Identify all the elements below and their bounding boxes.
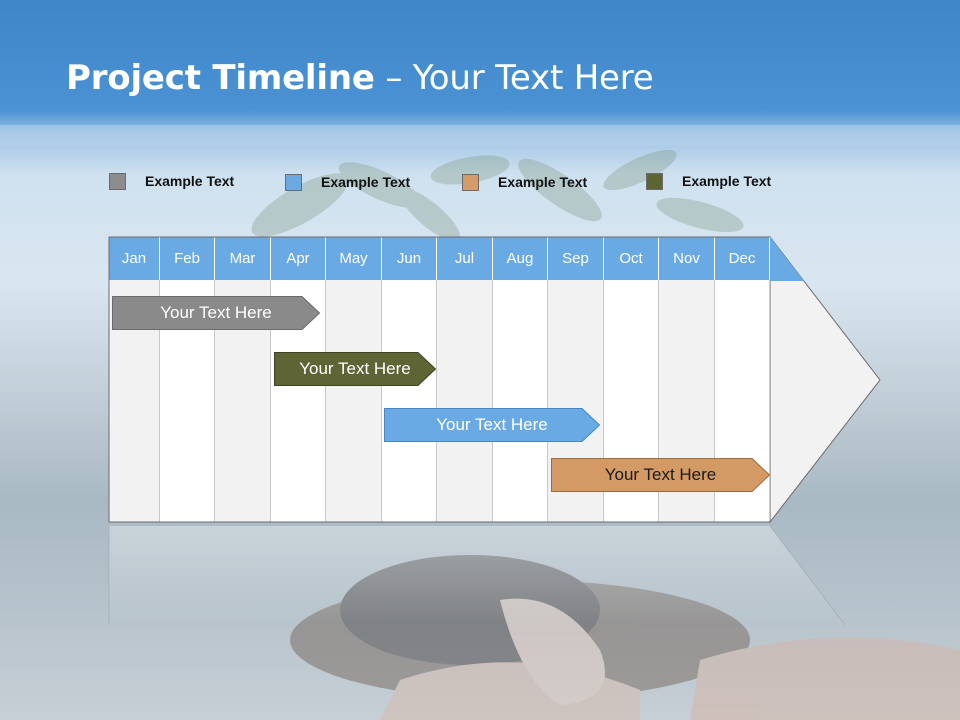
- legend-swatch: [109, 172, 126, 190]
- task-bar-2[interactable]: Your Text Here: [274, 352, 437, 386]
- month-header-sep: Sep: [548, 237, 604, 280]
- task-bar-label: Your Text Here: [299, 359, 411, 378]
- month-header-apr: Apr: [271, 237, 326, 280]
- task-bar-1[interactable]: Your Text Here: [112, 296, 321, 330]
- legend-swatch: [462, 173, 479, 191]
- legend-label: Example Text: [498, 174, 588, 190]
- task-bar-label: Your Text Here: [160, 303, 272, 322]
- task-bar-3[interactable]: Your Text Here: [384, 408, 601, 442]
- legend-item-2: Example Text: [285, 172, 410, 192]
- legend-swatch: [646, 172, 663, 190]
- month-column: [382, 280, 437, 522]
- month-header-dec: Dec: [715, 237, 770, 280]
- month-header-nov: Nov: [659, 237, 715, 280]
- task-bar-4[interactable]: Your Text Here: [551, 458, 771, 492]
- month-column: [326, 280, 382, 522]
- page-title: Project Timeline – Your Text Here: [66, 58, 654, 98]
- task-bar-label: Your Text Here: [436, 415, 548, 434]
- month-header-jun: Jun: [382, 237, 437, 280]
- month-column: [493, 280, 548, 522]
- legend-item-1: Example Text: [109, 171, 234, 191]
- month-header-may: May: [326, 237, 382, 280]
- title-bold: Project Timeline: [66, 58, 375, 98]
- month-header-aug: Aug: [493, 237, 548, 280]
- month-header-jul: Jul: [437, 237, 493, 280]
- legend-item-3: Example Text: [462, 172, 587, 192]
- legend-label: Example Text: [145, 173, 235, 189]
- month-header-feb: Feb: [160, 237, 215, 280]
- month-column: [437, 280, 493, 522]
- month-header-mar: Mar: [215, 237, 271, 280]
- title-rest: – Your Text Here: [374, 58, 654, 98]
- legend-label: Example Text: [682, 173, 772, 189]
- month-header-oct: Oct: [604, 237, 659, 280]
- month-header-jan: Jan: [109, 237, 160, 280]
- task-bar-label: Your Text Here: [604, 465, 717, 484]
- legend-item-4: Example Text: [646, 171, 771, 191]
- legend-swatch: [285, 173, 302, 191]
- legend-label: Example Text: [321, 174, 411, 190]
